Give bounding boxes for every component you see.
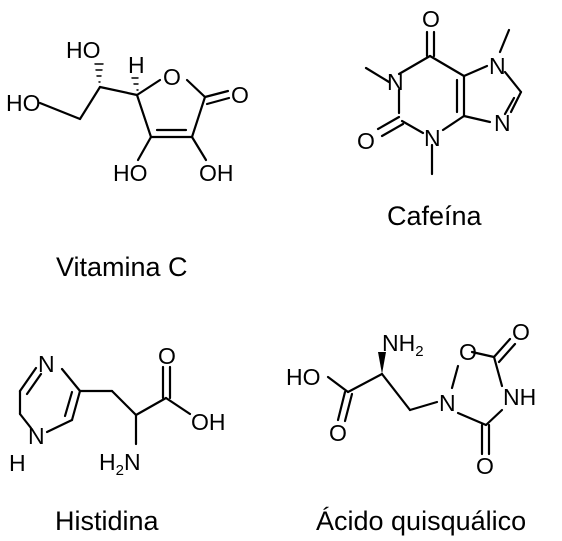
bold-wedge-bond (378, 352, 386, 374)
double-bond (70, 389, 82, 422)
quisqualic-acid-structure: HO O NH2 O O N NH O (286, 319, 536, 479)
vitamin-c-structure: HO HO H O O HO OH (6, 37, 249, 186)
bond (498, 28, 511, 54)
bond (380, 372, 412, 412)
atom-label: O (422, 6, 440, 32)
bond (190, 95, 207, 139)
hashed-wedge-bond (94, 63, 104, 83)
bond (326, 375, 350, 394)
double-bond (336, 390, 347, 422)
bond (346, 372, 384, 394)
atom-label: O (476, 453, 494, 479)
bond (190, 135, 208, 162)
double-bond (203, 89, 230, 99)
double-bond (380, 122, 405, 138)
atom-label: O (329, 420, 347, 446)
bond (484, 408, 504, 427)
bond (18, 412, 33, 430)
atom-label: O (459, 339, 477, 365)
atom-label: HO (286, 364, 321, 390)
atom-label: OH (191, 409, 226, 435)
molecule-caption-quisqualic-acid: Ácido quisquálico (316, 506, 526, 536)
atom-label: N (494, 110, 511, 136)
bond (408, 400, 439, 412)
bond (503, 70, 523, 94)
bond (164, 396, 192, 416)
atom-label: N (424, 125, 441, 151)
bond (428, 54, 466, 78)
caffeine-structure: O N N O N N (357, 6, 523, 176)
bond (492, 355, 504, 388)
double-bond (18, 366, 38, 393)
molecule-caption-vitamin-c: Vitamina C (56, 252, 188, 282)
atom-subscript: 2 (415, 343, 423, 360)
double-bond (492, 337, 512, 359)
bond (45, 418, 74, 434)
bond (38, 101, 82, 121)
atom-label: O (357, 128, 375, 154)
bond (136, 135, 153, 162)
bond (456, 411, 488, 427)
atom-label: OH (199, 160, 234, 186)
bond (364, 66, 391, 84)
bond (462, 114, 492, 124)
double-bond (376, 115, 401, 131)
bond (441, 114, 466, 132)
atom-label: HO (6, 90, 41, 116)
atom-label: O (231, 82, 249, 108)
atom-label: N (439, 390, 456, 416)
bond (98, 85, 139, 97)
bond (400, 119, 425, 135)
atom-label: HO (113, 160, 148, 186)
bond (397, 54, 432, 76)
double-bond (503, 96, 516, 116)
bond (462, 64, 489, 78)
bond (450, 364, 460, 390)
double-bond (509, 90, 523, 114)
atom-label: O (163, 64, 181, 90)
atom-label: N (38, 351, 55, 377)
atom-label: NH (503, 384, 536, 410)
atom-text: N (124, 449, 141, 475)
atom-text: NH (382, 330, 415, 356)
bond (470, 350, 496, 359)
atom-text: H (99, 449, 116, 475)
atom-subscript: 2 (116, 462, 124, 479)
double-bond (63, 390, 74, 418)
double-bond (205, 96, 231, 106)
atom-label: H (9, 450, 26, 476)
bond (60, 367, 82, 393)
bond (134, 396, 168, 417)
bond (78, 85, 102, 121)
double-bond (25, 372, 43, 396)
atom-label: H2N (99, 449, 141, 479)
histidine-structure: N N H O OH H2N (9, 343, 226, 479)
bond (185, 78, 207, 99)
hashed-wedge-bond (131, 77, 139, 91)
atom-label: H (128, 52, 145, 78)
atom-label: HO (66, 37, 101, 63)
double-bond (497, 342, 517, 364)
atom-label: O (512, 319, 530, 345)
molecule-caption-caffeine: Cafeína (387, 201, 483, 231)
atom-label: N (387, 69, 404, 95)
atom-label: N (489, 53, 506, 79)
bond (135, 78, 162, 97)
atom-label: NH2 (382, 330, 424, 360)
molecule-caption-histidine: Histidina (55, 506, 160, 536)
atom-label: N (28, 423, 45, 449)
double-bond (343, 392, 354, 423)
bond (110, 389, 138, 417)
bond (135, 93, 153, 139)
atom-label: O (158, 343, 176, 369)
